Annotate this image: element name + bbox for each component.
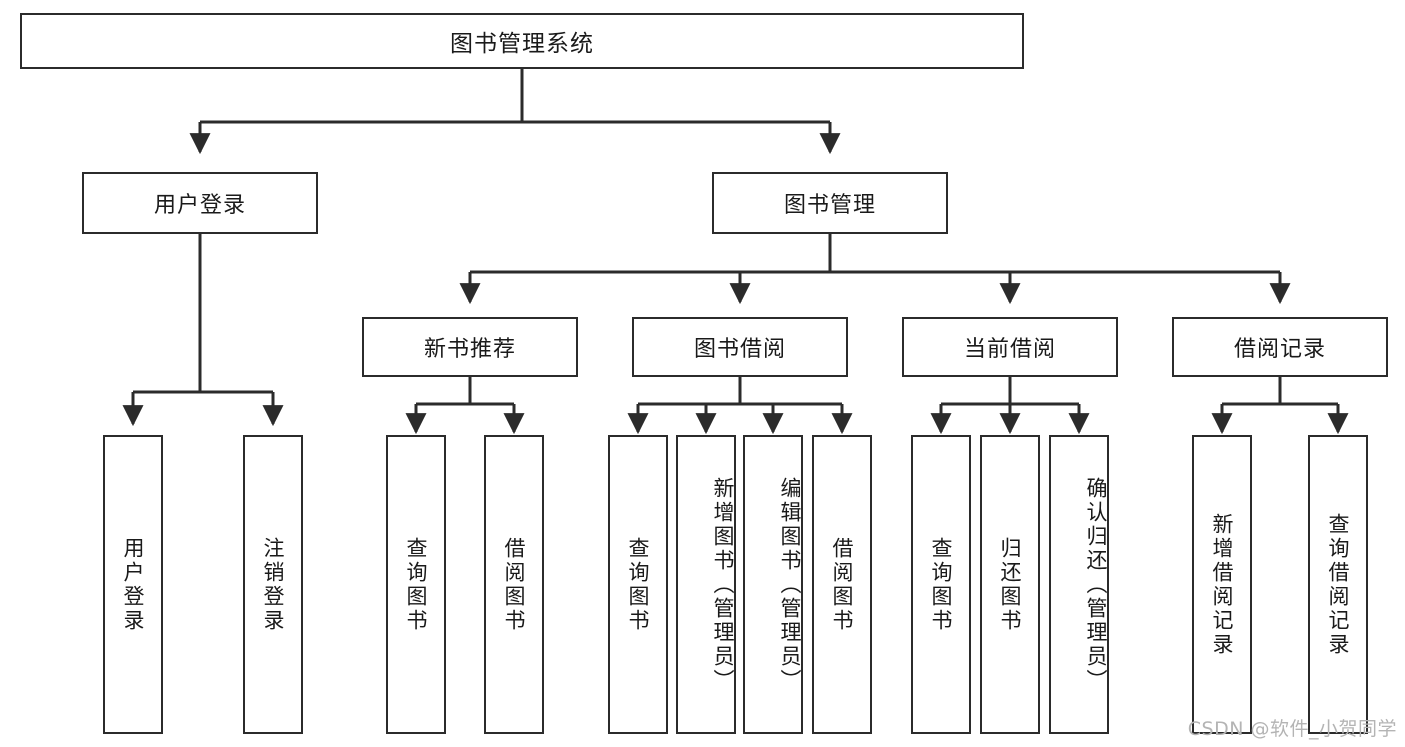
- node-root-label: 图书管理系统: [450, 31, 594, 57]
- node-root[interactable]: 图书管理系统: [20, 13, 1024, 69]
- leaf-edit-book-admin[interactable]: 编辑图书（管理员）: [743, 435, 803, 734]
- node-user-login-label: 用户登录: [153, 193, 246, 218]
- leaf-user-logout-label: 注销登录: [261, 536, 286, 633]
- leaf-query-borrow-record[interactable]: 查询借阅记录: [1308, 435, 1368, 734]
- node-new-book-recommend[interactable]: 新书推荐: [362, 317, 578, 377]
- leaf-return-book[interactable]: 归还图书: [980, 435, 1040, 734]
- leaf-add-book-admin-label: 新增图书（管理员）: [711, 476, 735, 693]
- leaf-query-book-borrow[interactable]: 查询图书: [608, 435, 668, 734]
- leaf-edit-book-admin-label: 编辑图书（管理员）: [778, 476, 802, 693]
- node-book-borrow[interactable]: 图书借阅: [632, 317, 848, 377]
- node-borrow-record[interactable]: 借阅记录: [1172, 317, 1388, 377]
- node-book-management-label: 图书管理: [783, 193, 876, 218]
- leaf-borrow-book-recommend[interactable]: 借阅图书: [484, 435, 544, 734]
- leaf-user-logout[interactable]: 注销登录: [243, 435, 303, 734]
- leaf-add-borrow-record-label: 新增借阅记录: [1210, 512, 1235, 657]
- leaf-add-borrow-record[interactable]: 新增借阅记录: [1192, 435, 1252, 734]
- leaf-query-book-recommend[interactable]: 查询图书: [386, 435, 446, 734]
- node-book-management[interactable]: 图书管理: [712, 172, 948, 234]
- leaf-confirm-return-admin-label: 确认归还（管理员）: [1084, 476, 1108, 693]
- node-borrow-record-label: 借阅记录: [1233, 337, 1326, 362]
- leaf-confirm-return-admin[interactable]: 确认归还（管理员）: [1049, 435, 1109, 734]
- node-user-login[interactable]: 用户登录: [82, 172, 318, 234]
- leaf-return-book-label: 归还图书: [998, 536, 1023, 633]
- watermark: CSDN @软件_小贺同学: [1187, 718, 1397, 740]
- leaf-query-book-current[interactable]: 查询图书: [911, 435, 971, 734]
- node-book-borrow-label: 图书借阅: [693, 337, 786, 362]
- node-current-borrow-label: 当前借阅: [963, 337, 1056, 362]
- leaf-borrow-book-recommend-label: 借阅图书: [502, 536, 527, 633]
- leaf-add-book-admin[interactable]: 新增图书（管理员）: [676, 435, 736, 734]
- node-current-borrow[interactable]: 当前借阅: [902, 317, 1118, 377]
- node-new-book-recommend-label: 新书推荐: [423, 337, 516, 362]
- leaf-borrow-book[interactable]: 借阅图书: [812, 435, 872, 734]
- leaf-user-login-label: 用户登录: [121, 536, 146, 633]
- leaf-query-book-current-label: 查询图书: [929, 536, 954, 633]
- leaf-query-borrow-record-label: 查询借阅记录: [1326, 512, 1351, 657]
- leaf-borrow-book-label: 借阅图书: [830, 536, 855, 633]
- leaf-user-login[interactable]: 用户登录: [103, 435, 163, 734]
- leaf-query-book-recommend-label: 查询图书: [404, 536, 429, 633]
- leaf-query-book-borrow-label: 查询图书: [626, 536, 651, 633]
